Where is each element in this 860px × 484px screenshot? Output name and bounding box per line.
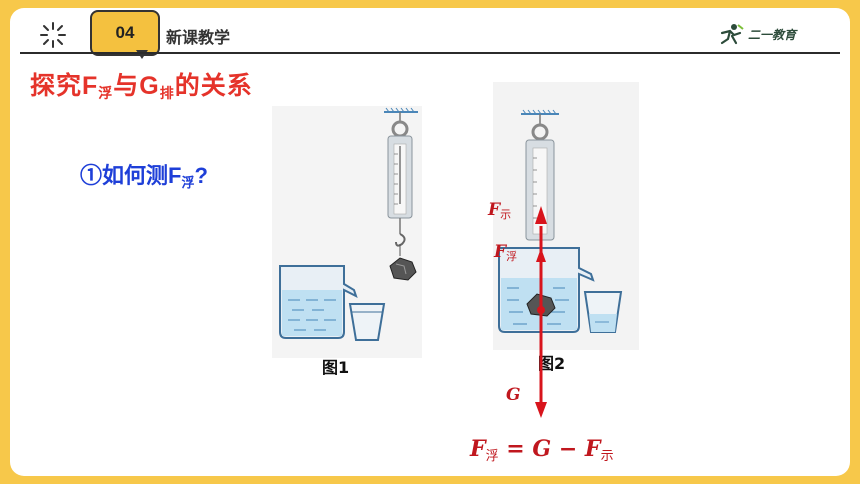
question-text: ①如何测F浮? xyxy=(80,163,208,190)
section-title: 新课教学 xyxy=(166,28,231,47)
force-label-gravity: G xyxy=(506,385,521,405)
section-number-badge: 04 xyxy=(90,10,160,56)
runner-icon xyxy=(720,24,744,45)
sparkle-icon xyxy=(40,22,66,48)
figure-2-illustration xyxy=(493,82,639,350)
badge-pointer xyxy=(136,50,148,59)
figure-2-caption: 图2 xyxy=(538,354,566,373)
slide xyxy=(10,8,850,476)
header-divider xyxy=(20,52,840,54)
buoyancy-formula: F浮 = G − F示 xyxy=(470,436,614,464)
force-label-show: F示 xyxy=(488,200,512,221)
logo-text: 二一教育 xyxy=(748,27,797,42)
figure-1-caption: 图1 xyxy=(322,358,350,377)
force-label-buoyancy: F浮 xyxy=(494,242,518,263)
brand-logo: 二一教育 xyxy=(718,22,808,46)
page-title: 探究F浮与G排的关系 xyxy=(30,72,253,101)
figure-1-illustration xyxy=(272,106,422,358)
